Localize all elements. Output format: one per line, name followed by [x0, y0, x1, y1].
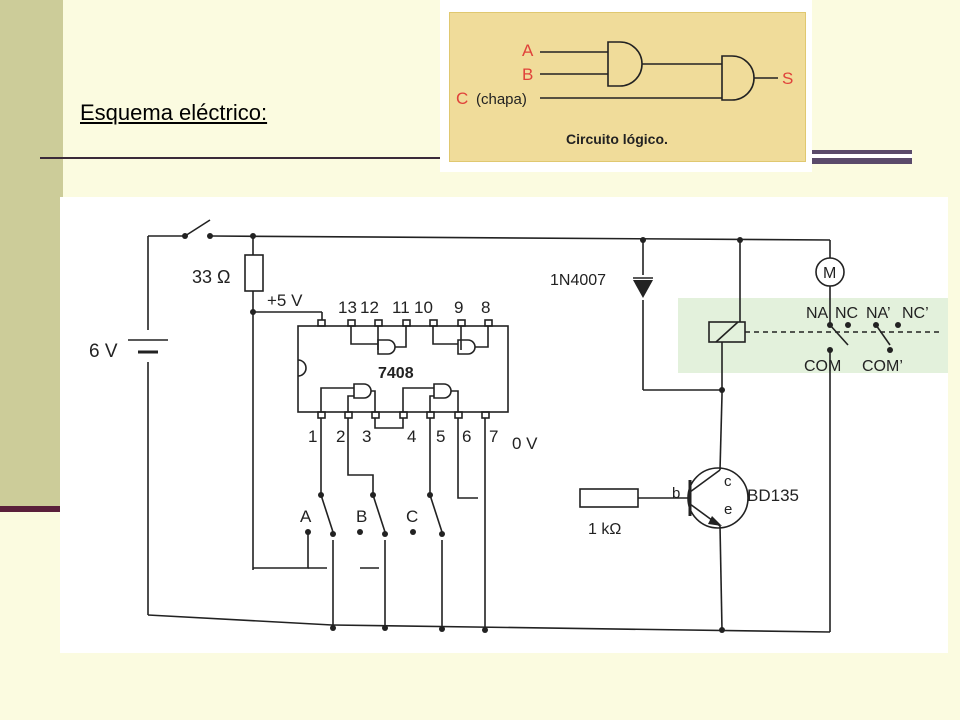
main-switch [184, 219, 211, 237]
pin-9: 9 [454, 298, 463, 317]
battery-label: 6 V [89, 341, 118, 362]
ic-label: 7408 [378, 365, 414, 382]
title-rule [40, 157, 440, 159]
transistor-pin-b: b [672, 485, 680, 502]
relay-nc: NC [835, 305, 858, 322]
resistor-base-label: 1 kΩ [588, 521, 621, 538]
diode-label: 1N4007 [550, 272, 606, 289]
pin-1: 1 [308, 427, 317, 446]
relay-nc2: NC’ [902, 305, 929, 322]
wire-bottom-left [147, 614, 333, 626]
relay-na: NA [806, 305, 829, 322]
pin-3: 3 [362, 427, 371, 446]
logic-input-b: B [522, 65, 533, 84]
logic-input-c: C [456, 89, 468, 108]
logic-circuit-card [449, 12, 806, 162]
pin-10: 10 [414, 298, 433, 317]
relay-na2: NA’ [866, 305, 891, 322]
pin-6: 6 [462, 427, 471, 446]
switch-a-label: A [300, 507, 312, 526]
logic-input-c-note: (chapa) [476, 91, 527, 108]
motor-label: M [823, 265, 836, 282]
ic-notch [297, 359, 307, 377]
slide-title: Esquema eléctrico: [80, 100, 268, 125]
relay-com: COM [804, 358, 841, 375]
pin-2: 2 [336, 427, 345, 446]
transistor-pin-e: e [724, 501, 732, 518]
pin-7: 7 [489, 427, 498, 446]
pin-4: 4 [407, 427, 416, 446]
transistor-pin-c: c [724, 473, 732, 490]
schematic-panel [60, 197, 948, 653]
transistor-label: BD135 [747, 486, 799, 505]
pin-5: 5 [436, 427, 445, 446]
pin-11: 11 [392, 298, 410, 317]
supply-label: +5 V [267, 291, 303, 310]
pin-12: 12 [360, 298, 379, 317]
wire-bottom [331, 624, 831, 633]
logic-and-gate-2 [721, 55, 755, 101]
resistor-33-label: 33 Ω [192, 267, 230, 287]
diode-triangle [633, 280, 653, 298]
wire-top [211, 235, 831, 241]
resistor-33 [244, 254, 264, 292]
logic-caption: Circuito lógico. [566, 131, 668, 147]
logic-output-s: S [782, 69, 793, 88]
logic-input-a: A [522, 41, 534, 60]
side-bar [0, 0, 63, 510]
ground-label: 0 V [512, 434, 538, 453]
title-rule-right [812, 150, 912, 164]
switch-c-label: C [406, 507, 418, 526]
side-bar-base [0, 506, 63, 512]
pin-8: 8 [481, 298, 490, 317]
pin-13: 13 [338, 298, 357, 317]
transistor-emitter-arrow [708, 516, 722, 526]
logic-and-gate-1 [607, 41, 643, 87]
switch-b-label: B [356, 507, 367, 526]
relay-com2: COM’ [862, 358, 903, 375]
